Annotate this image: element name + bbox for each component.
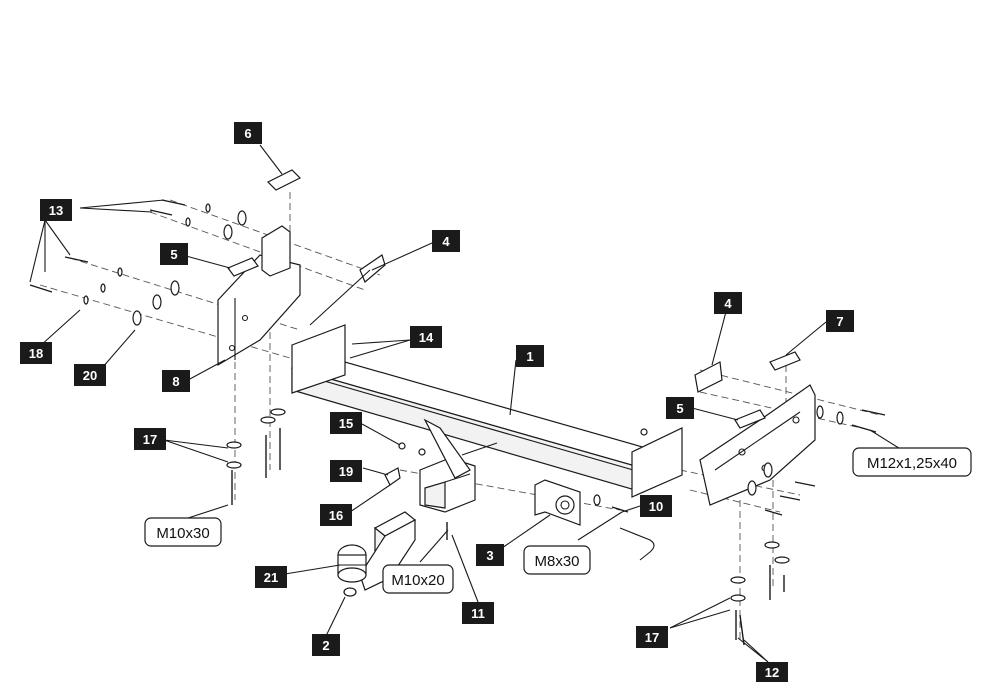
badge-label: 13 — [49, 203, 63, 218]
badge-17-left: 17 — [134, 428, 166, 450]
badge-label: 15 — [339, 416, 353, 431]
badge-label: 18 — [29, 346, 43, 361]
badge-15: 15 — [330, 412, 362, 434]
socket-bracket-part — [534, 479, 655, 561]
badge-2: 2 — [312, 634, 340, 656]
badge-20: 20 — [74, 364, 106, 386]
crossbar-part — [290, 324, 683, 513]
badge-18: 18 — [20, 342, 52, 364]
badge-3: 3 — [476, 544, 504, 566]
badge-label: 17 — [143, 432, 157, 447]
badge-13: 13 — [40, 199, 72, 221]
badge-label: 14 — [419, 330, 434, 345]
badge-label: 8 — [172, 374, 179, 389]
badge-10: 10 — [640, 495, 672, 517]
left-bracket-part — [217, 225, 301, 367]
badge-6: 6 — [234, 122, 262, 144]
badge-label: 20 — [83, 368, 97, 383]
badge-label: 4 — [724, 296, 732, 311]
callout-m12x125x40: M12x1,25x40 — [852, 447, 972, 477]
badge-label: 10 — [649, 499, 663, 514]
badge-label: 1 — [526, 349, 533, 364]
badge-17-right: 17 — [636, 626, 668, 648]
badge-5-right: 5 — [666, 397, 694, 419]
badge-8: 8 — [162, 370, 190, 392]
callout-m10x30: M10x30 — [144, 517, 222, 547]
badge-4-left: 4 — [432, 230, 460, 252]
badge-label: 21 — [264, 570, 278, 585]
badge-label: 17 — [645, 630, 659, 645]
badge-label: 3 — [486, 548, 493, 563]
badge-11: 11 — [462, 602, 494, 624]
badge-label: 19 — [339, 464, 353, 479]
fasteners — [29, 199, 886, 646]
clamp-plates — [227, 169, 801, 429]
badge-21: 21 — [255, 566, 287, 588]
callout-label: M10x30 — [156, 525, 209, 542]
badge-label: 2 — [322, 638, 329, 653]
callout-label: M12x1,25x40 — [867, 455, 957, 472]
badge-4-right: 4 — [714, 292, 742, 314]
drawbar-part — [337, 511, 448, 597]
badge-19: 19 — [330, 460, 362, 482]
badge-label: 6 — [244, 126, 251, 141]
badge-label: 16 — [329, 508, 343, 523]
badge-label: 5 — [170, 247, 177, 262]
callout-label: M10x20 — [391, 572, 444, 589]
badge-5-left: 5 — [160, 243, 188, 265]
badge-16: 16 — [320, 504, 352, 526]
badge-label: 12 — [765, 665, 779, 680]
badge-12: 12 — [756, 662, 788, 682]
callout-m8x30: M8x30 — [523, 545, 591, 575]
badge-14: 14 — [410, 326, 442, 348]
badge-label: 4 — [442, 234, 450, 249]
badge-label: 5 — [676, 401, 683, 416]
badge-label: 7 — [836, 314, 843, 329]
callout-m10x20: M10x20 — [382, 564, 454, 594]
right-bracket-part — [699, 384, 816, 506]
badge-7: 7 — [826, 310, 854, 332]
callout-label: M8x30 — [534, 553, 579, 570]
badge-label: 11 — [471, 606, 485, 621]
leader-lines — [29, 144, 903, 663]
badge-1: 1 — [516, 345, 544, 367]
